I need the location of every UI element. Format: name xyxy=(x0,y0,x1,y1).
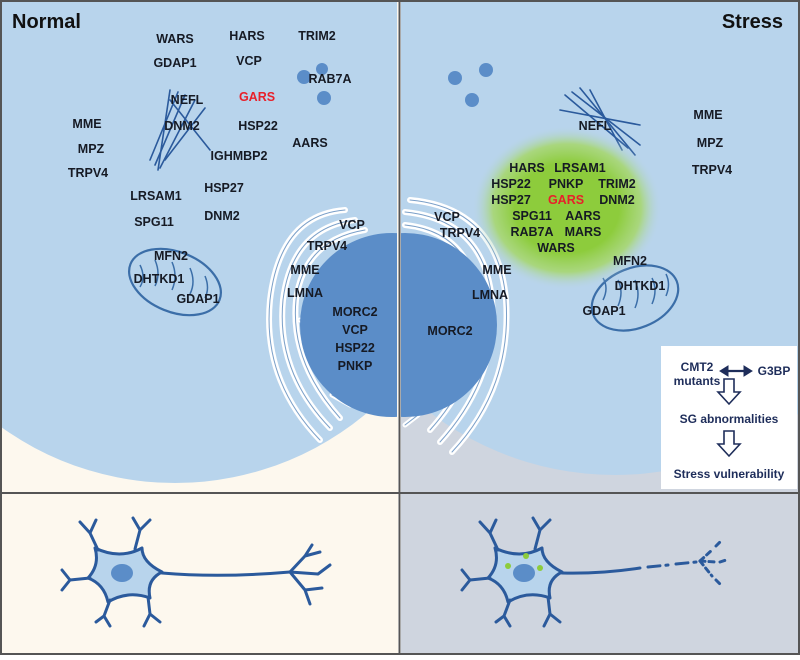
double-arrow-icon xyxy=(719,365,753,377)
stress-label-lmna: LMNA xyxy=(472,288,508,302)
stress-label-trpv4-out: TRPV4 xyxy=(692,163,732,177)
normal-label-gdap1-top: GDAP1 xyxy=(153,56,196,70)
normal-title: Normal xyxy=(12,11,81,33)
stress-vesicle xyxy=(448,71,462,85)
stress-granule-dot xyxy=(523,553,529,559)
granule-label-hsp27: HSP27 xyxy=(491,193,531,207)
normal-label-hars: HARS xyxy=(229,29,264,43)
normal-vesicle xyxy=(317,91,331,105)
stress-label-morc2: MORC2 xyxy=(427,324,472,338)
normal-label-rab7a: RAB7A xyxy=(308,72,351,86)
granule-label-trim2: TRIM2 xyxy=(598,177,636,191)
granule-label-spg11: SPG11 xyxy=(512,209,552,223)
normal-label-vcp-er: VCP xyxy=(339,218,365,232)
stressed-neuron xyxy=(460,516,728,628)
granule-label-dnm2: DNM2 xyxy=(599,193,634,207)
normal-label-mpz: MPZ xyxy=(78,142,105,156)
mechanism-box: CMT2 mutants G3BP SG abnormalities Stres… xyxy=(661,346,797,489)
stress-vesicle xyxy=(479,63,493,77)
stressed-neuron-nucleus xyxy=(513,564,535,582)
stress-title: Stress xyxy=(722,11,783,33)
normal-label-mfn2: MFN2 xyxy=(154,249,188,263)
normal-label-mme-er: MME xyxy=(290,263,319,277)
normal-cell xyxy=(2,2,397,483)
normal-label-vcp-top: VCP xyxy=(236,54,262,68)
normal-label-trpv4-out: TRPV4 xyxy=(68,166,108,180)
stress-label-trpv4-er: TRPV4 xyxy=(440,226,480,240)
normal-label-nefl: NEFL xyxy=(171,93,204,107)
granule-label-hars: HARS xyxy=(509,161,544,175)
stress-label-gdap1: GDAP1 xyxy=(582,304,625,318)
granule-label-mars: MARS xyxy=(565,225,602,239)
stress-granule-dot xyxy=(537,565,543,571)
normal-label-ighmbp2: IGHMBP2 xyxy=(211,149,268,163)
normal-label-pnkp-nuc: PNKP xyxy=(338,359,373,373)
stress-vulnerability-label: Stress vulnerability xyxy=(674,467,785,481)
normal-label-vcp-nuc: VCP xyxy=(342,323,368,337)
granule-label-hsp22: HSP22 xyxy=(491,177,531,191)
stress-nucleus xyxy=(401,233,497,417)
granule-label-gars: GARS xyxy=(548,193,584,207)
normal-label-hsp22: HSP22 xyxy=(238,119,278,133)
normal-label-dnm2-top: DNM2 xyxy=(164,119,199,133)
normal-mitochondrion xyxy=(127,247,223,317)
stress-vesicle xyxy=(465,93,479,107)
normal-label-trim2: TRIM2 xyxy=(298,29,336,43)
granule-label-aars: AARS xyxy=(565,209,600,223)
normal-label-dnm2-mid: DNM2 xyxy=(204,209,239,223)
stress-granule xyxy=(472,126,662,290)
stress-label-mme-er: MME xyxy=(482,263,511,277)
normal-neurofilaments xyxy=(149,89,211,171)
normal-label-aars: AARS xyxy=(292,136,327,150)
normal-label-hsp27: HSP27 xyxy=(204,181,244,195)
normal-label-wars: WARS xyxy=(156,32,194,46)
stress-granule-dot xyxy=(505,563,511,569)
sg-abnormalities-label: SG abnormalities xyxy=(680,412,779,426)
normal-label-gdap1-mito: GDAP1 xyxy=(176,292,219,306)
normal-vesicle xyxy=(297,70,311,84)
stress-label-mme-out: MME xyxy=(693,108,722,122)
normal-nucleus xyxy=(300,233,397,417)
stress-neuron-panel xyxy=(401,494,799,654)
normal-label-lrsam1: LRSAM1 xyxy=(130,189,181,203)
cmt2-label: CMT2 xyxy=(681,360,714,374)
granule-label-lrsam1: LRSAM1 xyxy=(554,161,605,175)
stress-label-mfn2: MFN2 xyxy=(613,254,647,268)
stress-label-mpz: MPZ xyxy=(697,136,724,150)
normal-label-lmna: LMNA xyxy=(287,286,323,300)
normal-label-dhtkd1: DHTKD1 xyxy=(134,272,185,286)
normal-label-mme-out: MME xyxy=(72,117,101,131)
g3bp-label: G3BP xyxy=(758,364,791,378)
normal-vesicle xyxy=(316,63,328,75)
normal-label-spg11: SPG11 xyxy=(134,215,174,229)
normal-label-morc2: MORC2 xyxy=(332,305,377,319)
healthy-neuron-nucleus xyxy=(111,564,133,582)
stress-labels: MMENEFLMPZTRPV4VCPTRPV4MMELMNAMORC2MFN2D… xyxy=(427,108,732,338)
down-arrow-icon xyxy=(716,378,742,406)
stress-label-nefl: NEFL xyxy=(579,119,612,133)
granule-label-rab7a: RAB7A xyxy=(510,225,553,239)
normal-label-hsp22-nuc: HSP22 xyxy=(335,341,375,355)
stress-label-vcp-er: VCP xyxy=(434,210,460,224)
normal-label-gars: GARS xyxy=(239,90,275,104)
granule-label-wars: WARS xyxy=(537,241,575,255)
stress-label-dhtkd1: DHTKD1 xyxy=(615,279,666,293)
granule-label-pnkp: PNKP xyxy=(549,177,584,191)
normal-label-trpv4-er: TRPV4 xyxy=(307,239,347,253)
down-arrow-icon xyxy=(716,430,742,458)
mutants-label: mutants xyxy=(674,374,721,388)
